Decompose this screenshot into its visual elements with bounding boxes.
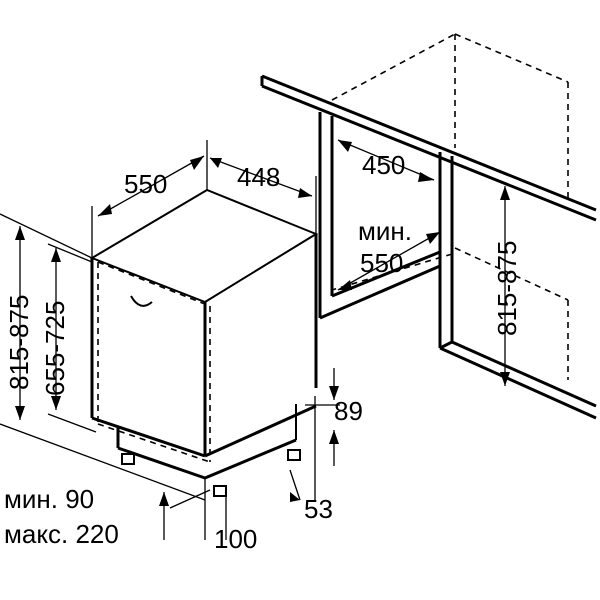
label-door-min: мин. 90 [4, 484, 94, 514]
label-foot-100: 100 [214, 524, 257, 554]
label-niche-depth-450: 450 [362, 150, 405, 180]
dishwasher-body [89, 188, 319, 497]
label-foot-53: 53 [304, 494, 333, 524]
label-width-550: 550 [124, 169, 167, 199]
label-plinth-89: 89 [334, 396, 363, 426]
label-total-height: 815-875 [4, 295, 34, 390]
label-min: мин. [358, 216, 412, 246]
label-body-height: 655-725 [40, 301, 70, 396]
countertop-niche [260, 33, 597, 420]
label-niche-height: 815-875 [492, 241, 522, 336]
label-depth-448: 448 [237, 162, 280, 192]
dimension-lines [0, 139, 506, 540]
label-min-niche-depth-550: 550 [360, 248, 403, 278]
arrowheads [15, 140, 510, 506]
label-door-max: макс. 220 [4, 519, 119, 549]
